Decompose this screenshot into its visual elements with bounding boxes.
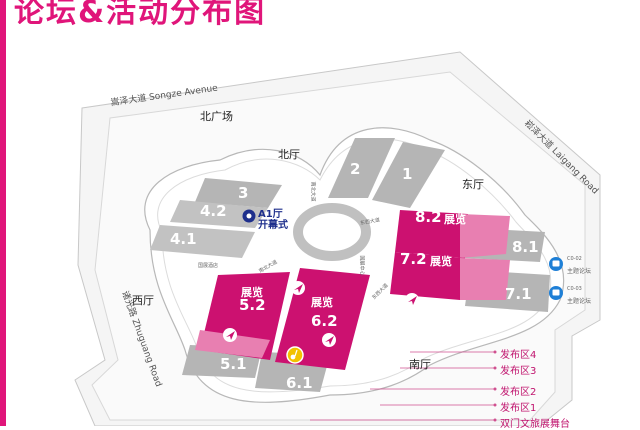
hall-4-1-number: 4.1 (170, 230, 197, 248)
hall-5-1-number: 5.1 (220, 355, 247, 373)
paper-plane-icon (291, 281, 305, 295)
plaza-road-label-3: 国展酒店 (198, 263, 219, 269)
legend-stage: 双门文旅展舞台 (500, 419, 570, 430)
hall-2-block (328, 138, 395, 198)
hall-1-block (372, 142, 445, 208)
hall-6-2-exhibit: 展览 (311, 296, 333, 309)
hall-1-number: 1 (402, 165, 413, 183)
hall-4-2-block (170, 200, 268, 228)
legend-zone-3: 发布区3 (500, 366, 537, 377)
hall-6-2-number: 6.2 (311, 312, 338, 330)
forum-c0-02-code: C0-02 (567, 256, 582, 262)
hall-3-block (195, 178, 282, 208)
hall-3-number: 3 (238, 184, 249, 202)
hall-7-1-number: 7.1 (505, 285, 532, 303)
hall-8-2-number: 8.2 (415, 208, 442, 226)
hall-7-2-exhibit: 展览 (430, 255, 452, 268)
accent-bar (0, 0, 6, 426)
forum-c0-02-name: 主题论坛 (567, 268, 592, 275)
hall-7-2-number: 7.2 (400, 250, 427, 268)
central-plaza-ring (293, 203, 371, 261)
hall-4-1-block (150, 225, 255, 258)
hall-8-2-block-light (460, 214, 510, 258)
paper-plane-icon (322, 333, 336, 347)
forum-a1-label[interactable]: A1厅 开幕式 (258, 209, 288, 231)
hall-5-2-exhibit: 展览 (241, 286, 263, 299)
hall-7-2-block-light (460, 258, 510, 300)
south-hall-label: 南厅 (409, 358, 431, 371)
east-hall-label: 东厅 (462, 178, 484, 191)
north-plaza-label: 北广场 (200, 110, 233, 123)
forum-c0-03-code: C0-03 (567, 286, 582, 292)
forum-a1-hall: A1厅 (258, 209, 283, 220)
paper-plane-icon (223, 328, 237, 342)
location-pin-icon (242, 209, 256, 223)
hall-8-1-number: 8.1 (512, 238, 539, 256)
hall-4-2-number: 4.2 (200, 202, 227, 220)
hall-6-1-number: 6.1 (286, 374, 313, 392)
legend-zone-2: 发布区2 (500, 387, 537, 398)
paper-plane-icon (405, 293, 419, 307)
hall-8-2-exhibit: 展览 (444, 213, 466, 226)
bus-icon (549, 257, 563, 271)
hall-2-number: 2 (350, 160, 361, 178)
venue-outline-inner (157, 138, 552, 393)
hall-5-2-block-light (195, 330, 270, 358)
hall-5-2-number: 5.2 (239, 296, 266, 314)
north-hall-label: 北厅 (278, 148, 300, 161)
forum-c0-03-name: 主题论坛 (567, 298, 592, 305)
plaza-road-label-1: 南北大道 (309, 181, 316, 202)
west-hall-label: 西厅 (132, 294, 154, 307)
legend-zone-1: 发布区1 (500, 403, 537, 414)
forum-a1-event: 开幕式 (258, 220, 288, 231)
hall-7-2-block (390, 252, 465, 300)
plaza-road-label-5: 国展中心 (358, 255, 365, 276)
page-title: 论坛&活动分布图 (14, 0, 267, 30)
bus-icon (549, 286, 563, 300)
hall-8-2-block (395, 210, 468, 258)
legend-zone-4: 发布区4 (500, 350, 537, 361)
